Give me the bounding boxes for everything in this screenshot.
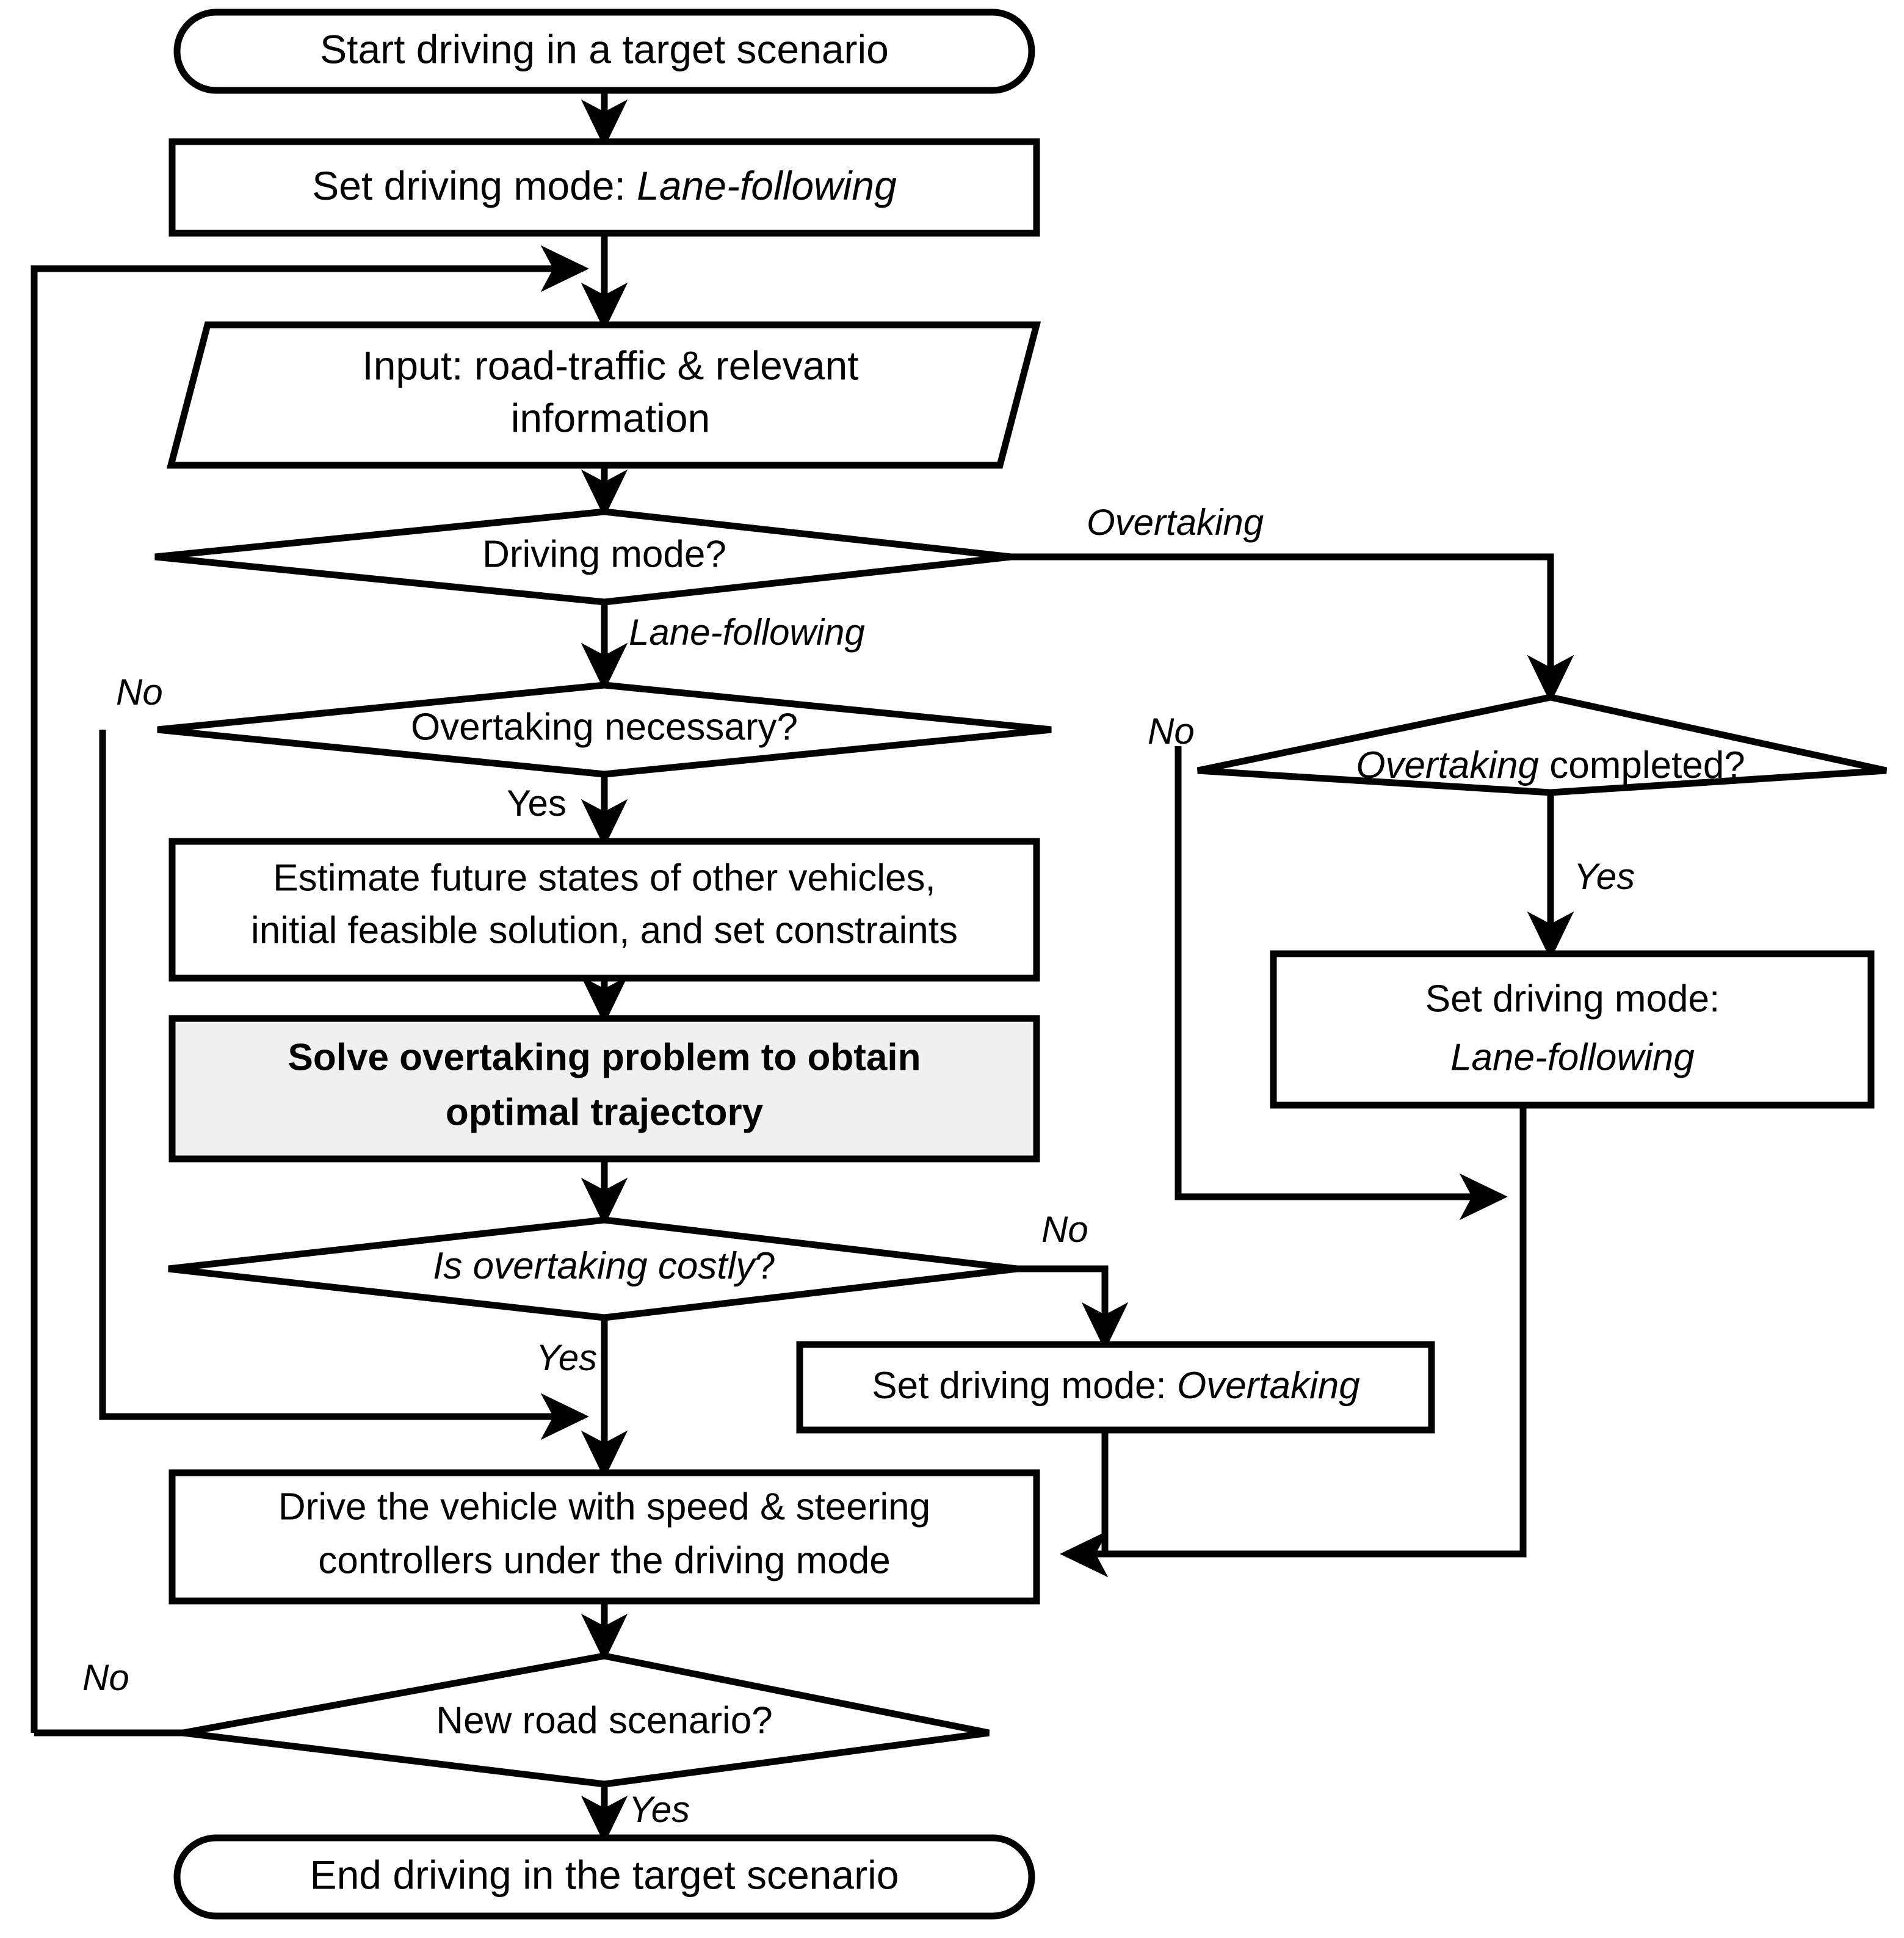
node-set-driving-mode-overtaking-label: Set driving mode: Overtaking bbox=[872, 1365, 1360, 1407]
node-set-driving-mode-overtaking bbox=[796, 1341, 1435, 1434]
node-overtaking-necessary-label: Overtaking necessary? bbox=[411, 706, 798, 748]
node-drive-line1: Drive the vehicle with speed & steering bbox=[278, 1486, 930, 1528]
edge-newscenario-no-loop bbox=[31, 245, 589, 1733]
node-estimate bbox=[168, 838, 1040, 982]
text-italic: Lane-following bbox=[637, 163, 897, 208]
text-plain: completed? bbox=[1539, 744, 1745, 786]
node-is-costly-decision bbox=[168, 1216, 1018, 1321]
node-new-scenario-decision bbox=[183, 1652, 990, 1788]
node-end bbox=[173, 1834, 1035, 1920]
node-start bbox=[173, 9, 1035, 94]
node-overtaking-completed-label: Overtaking completed? bbox=[1356, 744, 1745, 786]
edge-label-overtaking-completed-no: No bbox=[1148, 711, 1195, 752]
node-driving-mode-label: Driving mode? bbox=[482, 533, 726, 575]
node-drive bbox=[168, 1469, 1040, 1605]
node-solve-line1: Solve overtaking problem to obtain bbox=[288, 1036, 921, 1078]
node-set-driving-mode-lane-right-line2: Lane-following bbox=[1450, 1036, 1695, 1078]
node-estimate-line2: initial feasible solution, and set const… bbox=[251, 909, 958, 951]
edge-label-overtaking-completed-yes: Yes bbox=[1574, 856, 1635, 897]
edge-label-new-scenario-no: No bbox=[82, 1657, 129, 1698]
edge-setmodeovertaking-to-drive bbox=[1060, 1430, 1109, 1578]
text-italic: Overtaking bbox=[1177, 1365, 1360, 1407]
node-overtaking-necessary-decision bbox=[157, 681, 1052, 778]
node-driving-mode-decision bbox=[154, 508, 1012, 606]
node-estimate-line1: Estimate future states of other vehicles… bbox=[273, 857, 936, 899]
edge-label-is-costly-yes: Yes bbox=[536, 1337, 597, 1378]
text-italic: Overtaking bbox=[1356, 744, 1539, 786]
edge-iscostly-no bbox=[1017, 1265, 1129, 1351]
edge-label-overtaking-necessary-yes: Yes bbox=[507, 783, 566, 824]
edge-label-new-scenario-yes: Yes bbox=[629, 1789, 690, 1830]
text-plain: ? bbox=[755, 1245, 775, 1287]
node-is-costly-label: Is overtaking costly? bbox=[433, 1245, 776, 1287]
node-input-line2: information bbox=[511, 395, 711, 440]
node-overtaking-completed-decision bbox=[1196, 694, 1888, 796]
node-set-driving-mode-lane-label: Set driving mode: Lane-following bbox=[312, 163, 897, 208]
node-input-line1: Input: road-traffic & relevant bbox=[362, 343, 858, 388]
node-end-label: End driving in the target scenario bbox=[310, 1852, 899, 1897]
node-drive-line2: controllers under the driving mode bbox=[318, 1539, 890, 1581]
edge-overtakingcompleted-no bbox=[1175, 746, 1508, 1221]
text-plain: Set driving mode: bbox=[872, 1365, 1177, 1407]
node-set-driving-mode-lane-right bbox=[1270, 950, 1875, 1109]
node-new-scenario-label: New road scenario? bbox=[436, 1699, 772, 1741]
text-italic: Is overtaking costly bbox=[433, 1245, 757, 1287]
node-solve-highlighted bbox=[168, 1015, 1040, 1163]
edge-right-trunk-to-drive bbox=[1099, 1197, 1527, 1558]
node-set-driving-mode-lane bbox=[168, 138, 1040, 237]
edge-drivingmode-overtaking bbox=[1011, 553, 1574, 703]
edge-label-driving-mode-overtaking: Overtaking bbox=[1087, 502, 1264, 543]
node-solve-line2: optimal trajectory bbox=[446, 1091, 764, 1133]
node-start-label: Start driving in a target scenario bbox=[320, 26, 889, 71]
edge-label-is-costly-no: No bbox=[1041, 1209, 1088, 1250]
text-plain: Set driving mode: bbox=[312, 163, 637, 208]
node-set-driving-mode-lane-right-line1: Set driving mode: bbox=[1425, 978, 1720, 1020]
edge-overtakingnecessary-no bbox=[99, 730, 589, 1440]
node-input bbox=[166, 321, 1041, 469]
edge-label-overtaking-necessary-no: No bbox=[116, 672, 163, 713]
edge-label-driving-mode-lane: Lane-following bbox=[629, 612, 865, 653]
